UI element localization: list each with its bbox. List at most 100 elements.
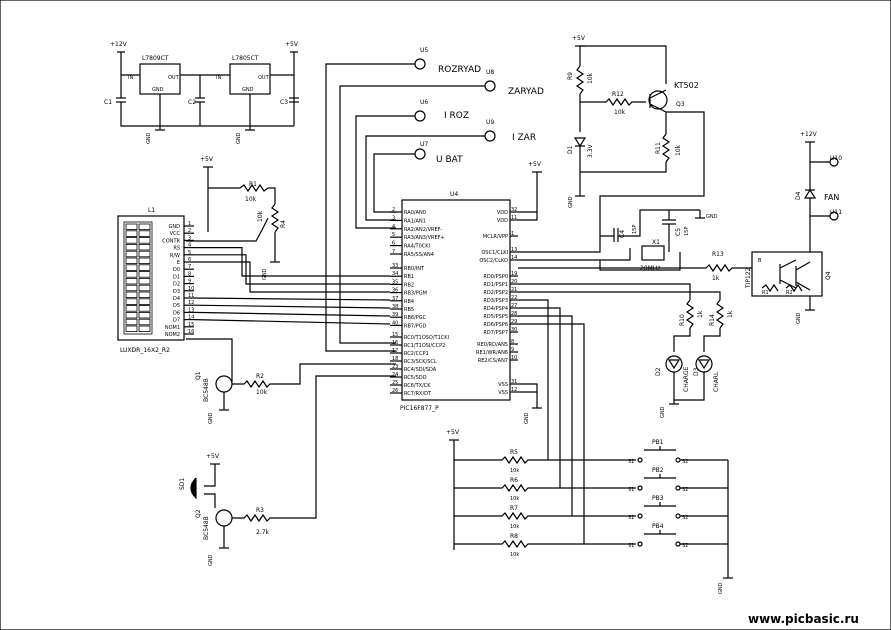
x1-crystal: [641, 245, 665, 261]
lcd-pin-number: 8: [188, 271, 191, 277]
lcd-pin-name: D2: [173, 282, 180, 288]
d2-led: [665, 355, 683, 373]
mcu-pin-number: 5: [392, 232, 395, 238]
mcu-pin-name: VSS: [498, 382, 508, 388]
mcu-pin-number: 7: [392, 249, 395, 255]
mcu-pin-name: RC0/T1OSO/T1CKI: [404, 335, 449, 341]
lcd-pin-name: E: [177, 260, 180, 266]
lcd-cell: [138, 223, 151, 230]
bus-wire: [193, 304, 391, 309]
analog-connectors: U5 ROZRYAD U8 ZARYAD U6 I ROZ U9 I ZAR U…: [325, 47, 544, 352]
q1-section: Q1 BC548B R2 10k GND: [186, 338, 396, 424]
regulator-section: +12V L7809CT IN OUT GND L7805CT IN OUT G…: [104, 41, 299, 144]
svg-text:C3: C3: [280, 99, 288, 106]
lcd-screen: [123, 221, 153, 335]
button-pin: S2: [682, 515, 688, 521]
mcu-pin-number: 25: [392, 380, 398, 386]
lcd-cell: [125, 318, 138, 326]
svg-text:1k: 1k: [712, 275, 720, 282]
button-contact: [675, 457, 681, 463]
bus-wire: [194, 254, 390, 285]
lcd-cell: [138, 257, 151, 264]
resistor-value: 10k: [510, 496, 519, 502]
mcu-pin-number: 15: [392, 332, 398, 338]
lcd-pin-name: CONTR: [162, 238, 180, 244]
svg-text:OUT: OUT: [258, 75, 270, 81]
q3-transistor: [648, 90, 668, 110]
lcd-cell: [138, 230, 151, 237]
mcu-supply: +5V GND: [518, 161, 542, 424]
lcd-cell: [125, 230, 138, 237]
resistor-ref: R6: [510, 477, 518, 484]
mcu-pin-name: RB2: [404, 282, 414, 288]
mcu-pin-number: 27: [511, 303, 517, 309]
lcd-pin-number: 6: [188, 257, 191, 263]
svg-text:GND: GND: [796, 312, 802, 324]
button-contact: [637, 541, 643, 547]
contrast-pot: +5V R1 10k R4 10k GND: [186, 156, 287, 280]
mcu-pin-name: RA1/AN1: [404, 218, 426, 224]
watermark: www.picbasic.ru: [748, 612, 859, 626]
bus-wire: [193, 311, 391, 317]
svg-text:R1: R1: [762, 290, 769, 296]
u5-label: ROZRYAD: [438, 65, 481, 75]
mcu-pin-number: 21: [511, 287, 517, 293]
svg-text:X1: X1: [652, 239, 660, 246]
mcu-pin-name: RC7/RX/DT: [404, 391, 432, 397]
resistor-ref: R7: [510, 505, 518, 512]
button-pin: S2: [682, 459, 688, 465]
resistor-value: 10k: [510, 552, 519, 558]
u8-connector: [484, 80, 496, 92]
svg-text:GND: GND: [568, 196, 574, 208]
svg-text:1k: 1k: [727, 310, 734, 318]
svg-text:R14: R14: [709, 314, 716, 326]
svg-text:R3: R3: [256, 507, 264, 514]
lcd-ref: L1: [148, 207, 155, 214]
button-wire: [518, 323, 585, 544]
button-wire: [518, 299, 549, 460]
lcd-cell: [138, 291, 151, 298]
mcu-pin-number: 24: [392, 372, 398, 378]
lcd-cell: [125, 325, 138, 332]
bus-wire: [194, 261, 390, 293]
mcu-pin-name: RA0/AN0: [404, 210, 426, 216]
mcu-pin-name: RD5/PSP5: [483, 314, 508, 320]
lcd-pin-number: 10: [188, 286, 194, 292]
u6-connector: [414, 110, 426, 122]
mcu-pin-name: VSS: [498, 390, 508, 396]
svg-text:IN: IN: [128, 75, 133, 81]
lcd-cell: [138, 250, 151, 258]
r12-resistor: [580, 97, 646, 107]
mcu-pin-name: OSC1/CLKI: [482, 250, 509, 256]
svg-text:R10: R10: [679, 314, 686, 326]
lcd-cell: [138, 277, 151, 285]
mcu-pin-name: VDD: [497, 218, 508, 224]
mcu-ref: U4: [450, 191, 458, 198]
mcu-pin-name: MCLR/VPP: [483, 234, 508, 240]
svg-text:GND: GND: [706, 214, 718, 220]
lcd-part: LUXDR_16X2_R2: [120, 347, 170, 354]
mcu-pin-name: RB0/INT: [404, 266, 425, 272]
lcd-cell: [138, 284, 151, 292]
mcu-pin-number: 18: [392, 356, 398, 362]
svg-text:R1: R1: [249, 181, 257, 188]
lcd-pin-number: 2: [188, 228, 191, 234]
lcd-pin-name: D3: [173, 289, 180, 295]
button-contact: [675, 513, 681, 519]
button-label: PB3: [652, 495, 664, 502]
lcd-cell: [138, 298, 151, 305]
mcu-pic16f877: U4 RA0/AN02RA1/AN13RA2/AN2/VREF-4RA3/AN3…: [390, 191, 518, 412]
crystal-oscillator: C4 15P X1 20MHz C5 15P GND: [518, 209, 718, 272]
mcu-left-pins: RA0/AN02RA1/AN13RA2/AN2/VREF-4RA3/AN3/VR…: [390, 207, 449, 397]
mcu-pin-name: RA2/AN2/VREF-: [404, 227, 443, 233]
svg-text:CHARL: CHARL: [713, 371, 720, 392]
u6-label: I ROZ: [444, 111, 469, 121]
svg-text:10k: 10k: [245, 196, 257, 203]
lcd-pin-number: 4: [188, 243, 191, 249]
svg-text:10k: 10k: [614, 109, 626, 116]
u8-label: ZARYAD: [508, 87, 544, 97]
mcu-pin-number: 3: [392, 215, 395, 221]
svg-text:D2: D2: [655, 367, 662, 376]
